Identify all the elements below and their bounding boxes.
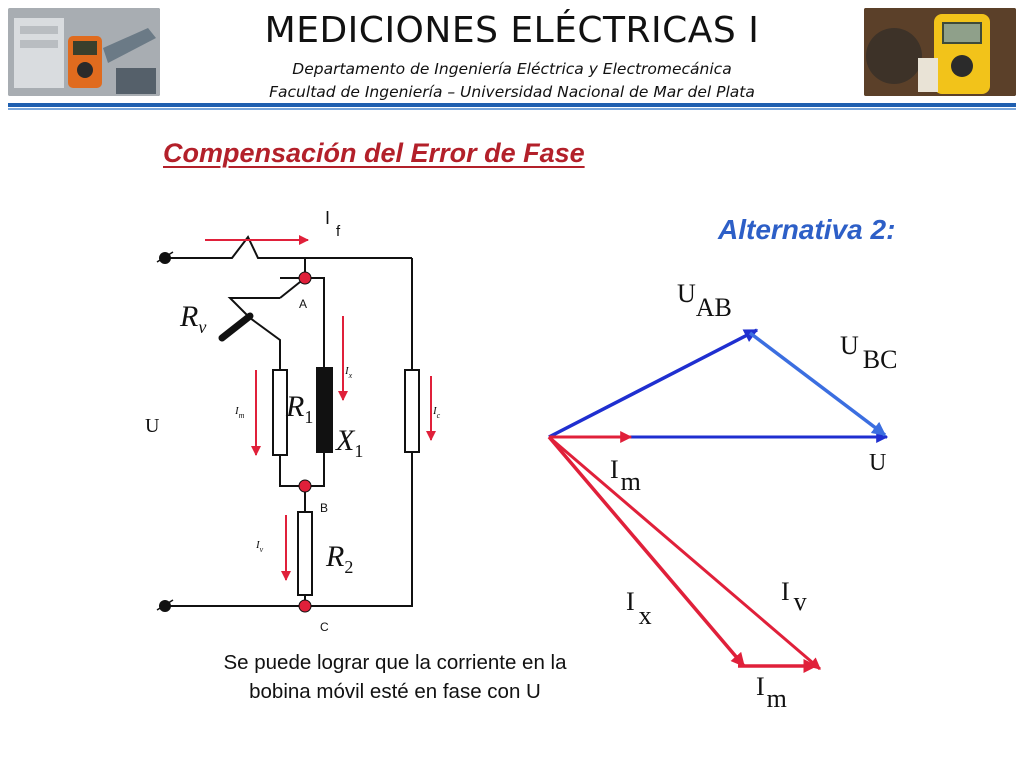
circuit-diagram bbox=[165, 235, 413, 607]
rv-label: Rv bbox=[179, 300, 206, 337]
node-a-label: A bbox=[299, 297, 307, 311]
im-label: Im bbox=[234, 405, 245, 420]
ic-element bbox=[404, 369, 420, 453]
r2-resistor bbox=[297, 511, 313, 596]
rv-coil-bar bbox=[218, 312, 254, 342]
header-photo-left bbox=[8, 8, 160, 96]
node-a-dot bbox=[298, 271, 312, 285]
header-photo-right bbox=[864, 8, 1016, 96]
r2-label: R2 bbox=[325, 540, 353, 577]
ix-label: Ix bbox=[344, 365, 353, 380]
r1-label: R1 bbox=[285, 390, 313, 427]
department-subtitle: Departamento de Ingeniería Eléctrica y E… bbox=[292, 60, 732, 78]
phasor-ix bbox=[547, 435, 746, 668]
header-rule bbox=[8, 103, 1016, 107]
u-label-circuit: U bbox=[145, 415, 160, 437]
iv-label: Iv bbox=[255, 539, 264, 554]
if-label: If bbox=[325, 208, 341, 240]
multimeter-photo-icon bbox=[864, 8, 1016, 96]
im-label-bottom: Im bbox=[756, 672, 787, 713]
u-label-phasor: U bbox=[869, 450, 886, 476]
x1-label: X1 bbox=[335, 424, 363, 461]
caption-text: Se puede lograr que la corriente en la b… bbox=[223, 651, 567, 703]
x1-reactance bbox=[316, 367, 333, 453]
phasor-diagram bbox=[547, 328, 889, 673]
im-label-top: Im bbox=[610, 455, 641, 496]
node-c-dot bbox=[298, 599, 312, 613]
node-c-label: C bbox=[320, 620, 329, 634]
ic-label: Ic bbox=[432, 405, 441, 420]
page-title: MEDICIONES ELÉCTRICAS I bbox=[264, 10, 760, 51]
faculty-subtitle: Facultad de Ingeniería – Universidad Nac… bbox=[269, 83, 755, 101]
node-b-dot bbox=[298, 479, 312, 493]
top-wire bbox=[165, 235, 412, 259]
header-rule-thin bbox=[8, 108, 1016, 110]
node-b-label: B bbox=[320, 501, 328, 515]
multimeter-photo-icon bbox=[8, 8, 160, 96]
r1-resistor bbox=[272, 369, 288, 456]
uab-label: UAB bbox=[677, 279, 732, 322]
section-title: Compensación del Error de Fase bbox=[163, 138, 585, 168]
phasor-iv bbox=[548, 435, 821, 671]
alternative-label: Alternativa 2: bbox=[718, 214, 896, 245]
phasor-uab bbox=[548, 328, 759, 439]
phasor-ubc bbox=[748, 331, 887, 437]
